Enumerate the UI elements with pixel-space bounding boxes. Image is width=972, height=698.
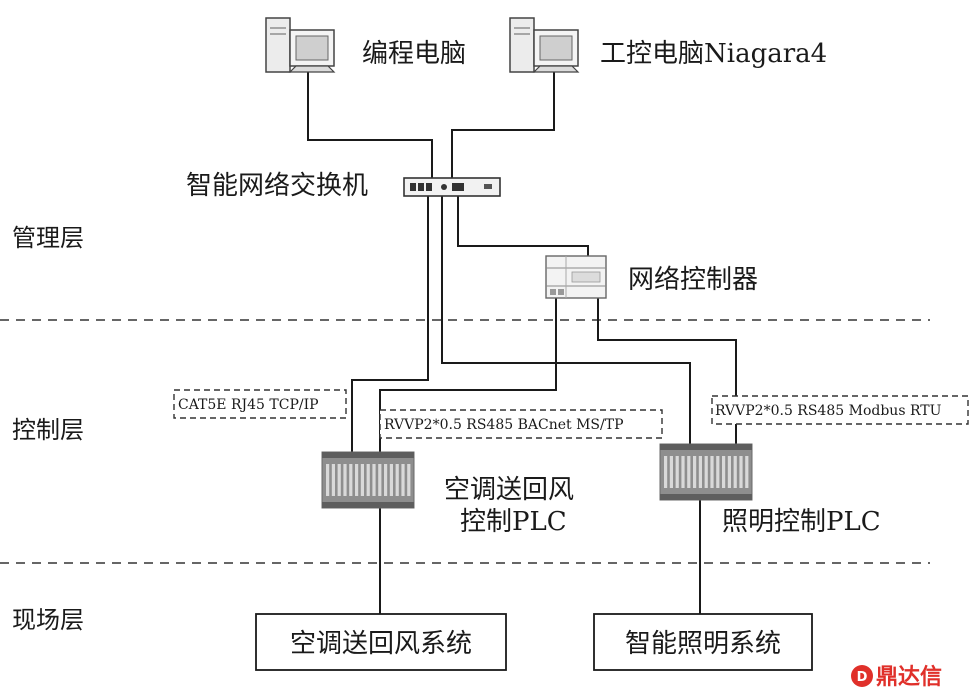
- plc-io-slot: [716, 456, 720, 488]
- plc-io-slot: [337, 464, 341, 496]
- ahu-plc-label-line1: 空调送回风: [444, 475, 574, 505]
- wire-switch-to-lighting-plc: [441, 196, 691, 448]
- layer-label-control: 控制层: [12, 416, 84, 444]
- control-pc-label: 工控电脑Niagara4: [600, 39, 827, 69]
- plc-io-slot: [739, 456, 743, 488]
- watermark-logo: D 鼎达信: [851, 664, 942, 690]
- plc-io-slot: [669, 456, 673, 488]
- lighting-system-label: 智能照明系统: [625, 629, 781, 659]
- hvac-system-box: [255, 613, 507, 671]
- lighting-system-box: [593, 613, 813, 671]
- plc-io-slot: [407, 464, 411, 496]
- plc-io-slot: [722, 456, 726, 488]
- modbus-cable-label-box: [711, 395, 969, 425]
- plc-io-slot: [366, 464, 370, 496]
- plc-io-slot: [343, 464, 347, 496]
- network-controller-icon: [545, 255, 607, 299]
- plc-io-slot: [664, 456, 668, 488]
- plc-io-slot: [733, 456, 737, 488]
- plc-io-slot: [384, 464, 388, 496]
- plc-io-slot: [395, 464, 399, 496]
- wire-switch-to-network-controller: [457, 196, 589, 258]
- network-wires: [307, 70, 737, 614]
- plc-io-slot: [704, 456, 708, 488]
- control-pc-icon: [509, 17, 580, 73]
- plc-io-slot: [727, 456, 731, 488]
- plc-io-slot: [710, 456, 714, 488]
- lighting-plc-icon: [659, 443, 753, 501]
- svg-text:D: D: [857, 670, 868, 685]
- plc-io-slot: [378, 464, 382, 496]
- plc-io-slot: [745, 456, 749, 488]
- bacnet-cable-label: RVVP2*0.5 RS485 BACnet MS/TP: [384, 417, 624, 433]
- plc-io-slot: [698, 456, 702, 488]
- bacnet-cable-label-box: [379, 409, 663, 439]
- network-switch-icon: [403, 177, 501, 197]
- wire-programming-pc-to-switch: [307, 70, 433, 182]
- modbus-cable-label: RVVP2*0.5 RS485 Modbus RTU: [715, 403, 942, 419]
- switch-label: 智能网络交换机: [186, 171, 368, 201]
- plc-io-slot: [401, 464, 405, 496]
- hvac-system-label: 空调送回风系统: [290, 629, 472, 659]
- plc-io-slot: [360, 464, 364, 496]
- network-controller-label: 网络控制器: [628, 265, 758, 295]
- plc-io-slot: [687, 456, 691, 488]
- plc-io-slot: [389, 464, 393, 496]
- programming-pc-icon: [265, 17, 336, 73]
- plc-io-slot: [331, 464, 335, 496]
- ahu-plc-icon: [321, 451, 415, 509]
- plc-io-slot: [675, 456, 679, 488]
- lighting-plc-label: 照明控制PLC: [722, 507, 881, 537]
- watermark-text: 鼎达信: [876, 664, 942, 690]
- plc-io-slot: [681, 456, 685, 488]
- plc-io-slot: [693, 456, 697, 488]
- ethernet-cable-label-box: [173, 389, 347, 419]
- plc-io-slot: [326, 464, 330, 496]
- wire-controller-to-lighting-system: [597, 298, 737, 448]
- plc-io-slot: [372, 464, 376, 496]
- wire-switch-to-ahu-plc: [351, 196, 429, 456]
- layer-label-field: 现场层: [12, 606, 84, 634]
- ahu-plc-label-line2: 控制PLC: [460, 507, 567, 537]
- wire-control-pc-to-switch: [451, 70, 555, 182]
- plc-io-slot: [349, 464, 353, 496]
- plc-io-slot: [355, 464, 359, 496]
- ethernet-cable-label: CAT5E RJ45 TCP/IP: [178, 397, 319, 413]
- programming-pc-label: 编程电脑: [362, 39, 466, 69]
- layer-label-management: 管理层: [12, 224, 84, 252]
